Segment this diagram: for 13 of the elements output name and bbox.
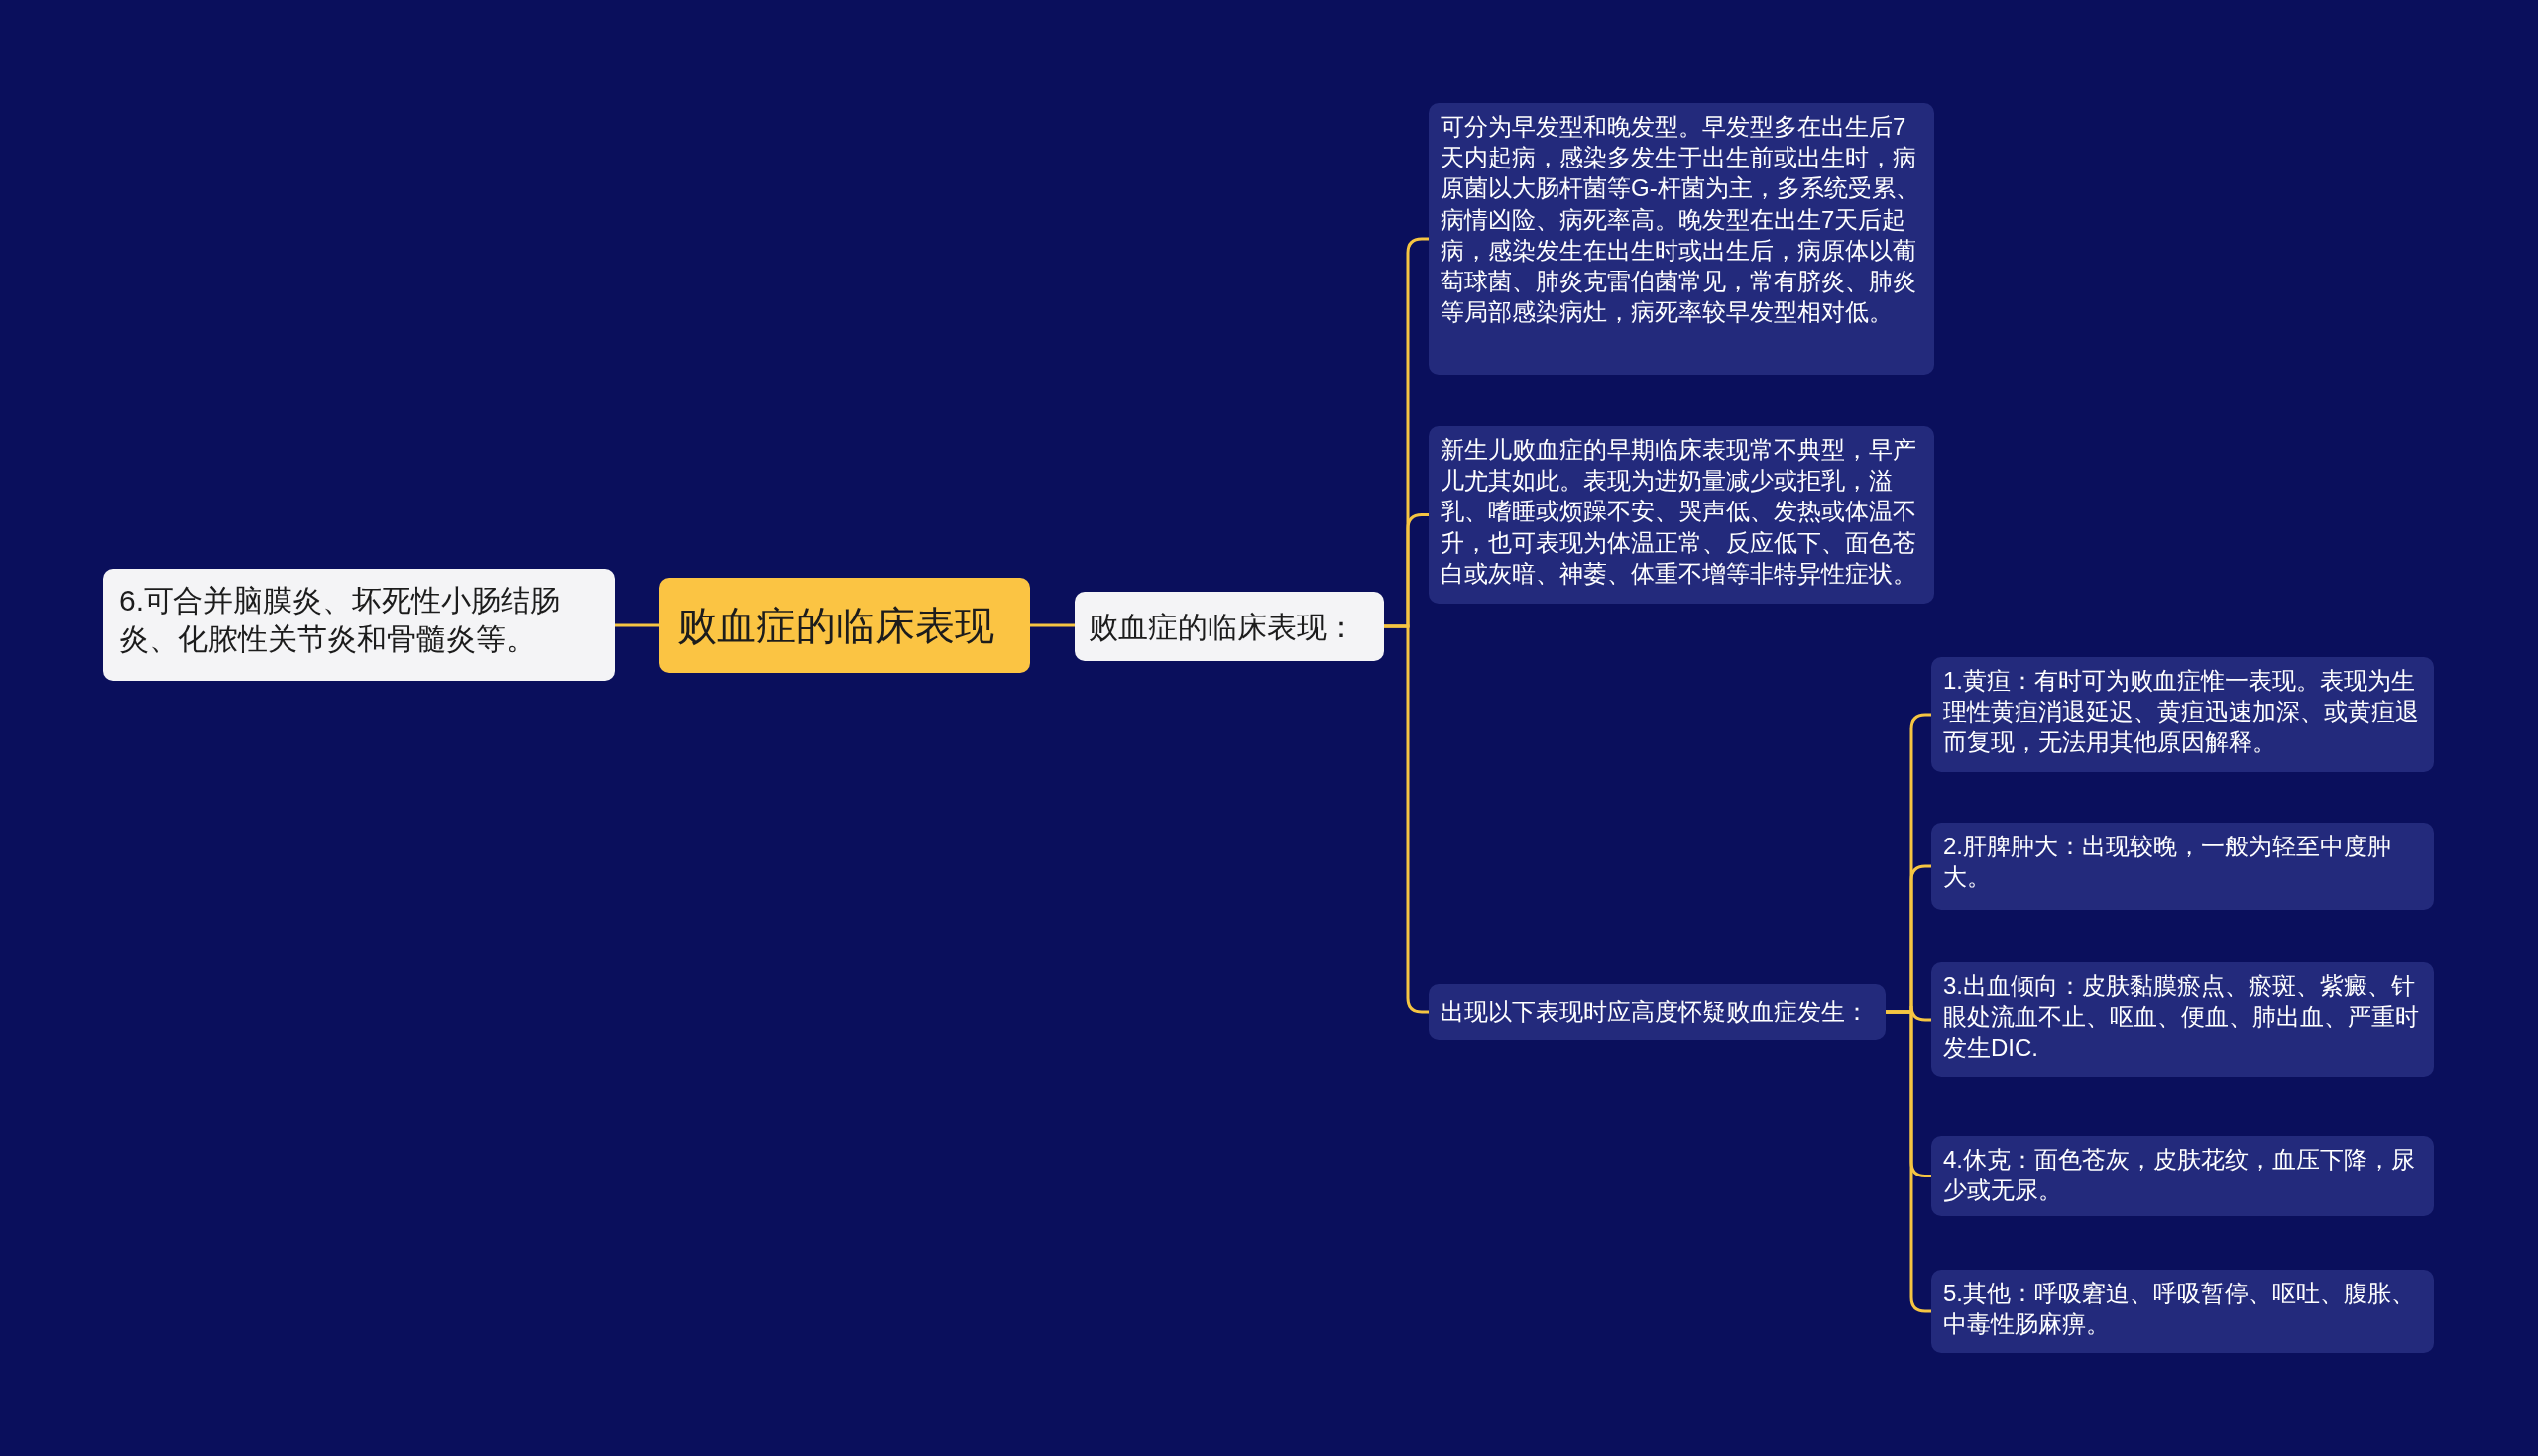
- text-box: 1.黄疸：有时可为败血症惟一表现。表现为生理性黄疸消退延迟、黄疸迅速加深、或黄疸退而复现，无法用其他原因解释。: [1931, 657, 2434, 772]
- text-box: 4.休克：面色苍灰，皮肤花纹，血压下降，尿少或无尿。: [1931, 1136, 2434, 1216]
- text-box: 2.肝脾肿大：出现较晚，一般为轻至中度肿大。: [1931, 823, 2434, 910]
- text-box: 新生儿败血症的早期临床表现常不典型，早产儿尤其如此。表现为进奶量减少或拒乳，溢乳、嗜睡或烦躁不安、哭声低、发热或体温不升，也可表现为体温正常、反应低下、面色苍白或灰暗、神萎、体重不增等非特异性症状。: [1429, 426, 1934, 604]
- central-topic-box: 败血症的临床表现: [659, 578, 1030, 673]
- text-box: 可分为早发型和晚发型。早发型多在出生后7天内起病，感染多发生于出生前或出生时，病原菌以大肠杆菌等G-杆菌为主，多系统受累、病情凶险、病死率高。晚发型在出生7天后起病，感染发生在出生时或出生后，病原体以葡萄球菌、肺炎克雷伯菌常见，常有脐炎、肺炎等局部感染病灶，病死率较早发型相对低。: [1429, 103, 1934, 375]
- topic-box: 出现以下表现时应高度怀疑败血症发生：: [1429, 984, 1886, 1040]
- text-box: 5.其他：呼吸窘迫、呼吸暂停、呕吐、腹胀、中毒性肠麻痹。: [1931, 1270, 2434, 1353]
- topic-box: 6.可合并脑膜炎、坏死性小肠结肠炎、化脓性关节炎和骨髓炎等。: [103, 569, 615, 681]
- connector: [1030, 623, 1075, 627]
- text-box: 3.出血倾向：皮肤黏膜瘀点、瘀斑、紫癜、针眼处流血不止、呕血、便血、肺出血、严重时发生DIC.: [1931, 962, 2434, 1077]
- connector: [615, 623, 659, 627]
- topic-box: 败血症的临床表现：: [1075, 592, 1384, 661]
